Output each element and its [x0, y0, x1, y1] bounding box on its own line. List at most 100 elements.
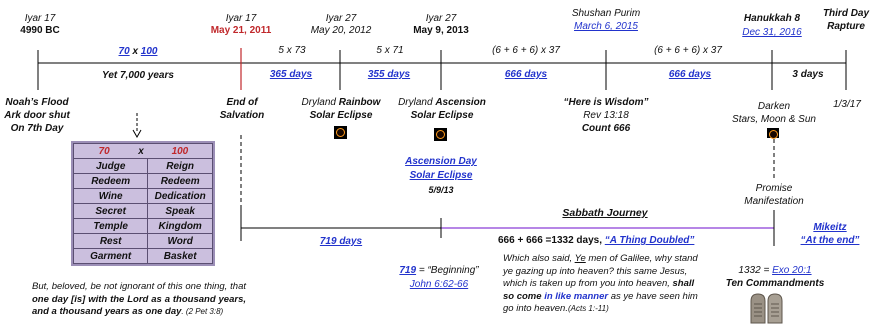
exodus-prefix: 1332 =: [738, 265, 773, 276]
ascension-dryland: Dryland: [398, 97, 433, 108]
ascension-line1: Dryland Ascension: [392, 97, 492, 109]
table-header-70: 70: [73, 143, 135, 159]
stone-tablets-icon: [750, 293, 783, 324]
acts-part7: as ye have seen him go into heaven.: [503, 290, 698, 315]
segment-355-days[interactable]: 355 days: [367, 69, 411, 80]
event-hanukkah-date[interactable]: Dec 31, 2016: [742, 27, 802, 38]
table-cell: Temple: [72, 218, 149, 234]
segment-70x100: 70 x 100: [90, 46, 186, 58]
peter-quote: But, beloved, be not ignorant of this on…: [32, 281, 246, 319]
event-rapture-line2: Rapture: [827, 21, 865, 32]
wisdom-line3: Count 666: [581, 123, 631, 134]
noah-line3: On 7th Day: [10, 123, 64, 134]
beginning-text: = “Beginning”: [416, 265, 479, 276]
event-2012-date: May 20, 2012: [310, 25, 372, 36]
sabbath-journey-title: Sabbath Journey: [562, 207, 648, 219]
ascension-word: Ascension: [435, 97, 486, 108]
eclipse-icon-2013: [434, 128, 447, 141]
peter-ref: . (2 Pet 3:8): [181, 307, 224, 316]
segment-365-days[interactable]: 365 days: [269, 69, 313, 80]
exodus-link[interactable]: Exo 20:1: [772, 265, 812, 276]
table-cell: Rest: [72, 233, 149, 249]
ascension-line2: Solar Eclipse: [410, 110, 474, 121]
segment-70[interactable]: 70: [118, 46, 130, 57]
dashed-arrow-head: [132, 129, 142, 139]
table-cell: Redeem: [72, 173, 149, 189]
journey-formula-text: 666 + 666 =1332 days,: [498, 235, 605, 246]
segment-100[interactable]: 100: [140, 46, 158, 57]
mikeitz-link[interactable]: Mikeitz: [813, 222, 847, 233]
segment-5x73: 5 x 73: [278, 45, 306, 56]
event-rapture-line1: Third Day: [822, 8, 870, 19]
beginning-719-link[interactable]: 719: [399, 265, 417, 276]
table-cell: Speak: [147, 203, 213, 219]
journey-doubled-link[interactable]: “A Thing Doubled”: [604, 235, 695, 246]
event-purim-date[interactable]: March 6, 2015: [574, 21, 638, 32]
table-cell: Secret: [72, 203, 149, 219]
promise-line2: Manifestation: [744, 196, 804, 207]
peter-part1: But, beloved, be not ignorant of this on…: [32, 281, 246, 292]
event-noah-day: Iyar 17: [24, 13, 56, 24]
exodus-ref: 1332 = Exo 20:1: [720, 265, 830, 277]
event-2013-day: Iyar 27: [425, 13, 457, 24]
table-cell: Dedication: [147, 188, 213, 204]
segment-3-days: 3 days: [792, 69, 824, 80]
segment-666-formula-1: (6 + 6 + 6) x 37: [492, 45, 560, 56]
table-header-row: 70 x 100: [73, 143, 213, 159]
beginning-ref: 719 = “Beginning”: [384, 265, 494, 277]
eclipse-icon-2012: [334, 126, 347, 139]
ascension-day-link[interactable]: Ascension Day: [405, 156, 477, 167]
segment-5x71: 5 x 71: [376, 45, 404, 56]
event-2011-date: May 21, 2011: [210, 25, 272, 36]
eclipse-icon-darken: [767, 128, 779, 139]
acts-part1: Which also said,: [503, 253, 575, 264]
noah-line1: Noah’s Flood: [5, 97, 69, 108]
acts-part2: Ye: [574, 253, 586, 264]
ten-commandments: Ten Commandments: [725, 278, 825, 289]
table-cell: Basket: [147, 248, 213, 264]
john-ref-link[interactable]: John 6:62-66: [409, 279, 469, 290]
wisdom-line2: Rev 13:18: [583, 110, 629, 121]
table-cell: Redeem: [147, 173, 213, 189]
table-cell: Wine: [72, 188, 149, 204]
end-salvation-line1: End of: [226, 97, 258, 108]
segment-666-days-2[interactable]: 666 days: [668, 69, 712, 80]
acts-part3: men of Galilee, why stand ye gazing up i…: [503, 253, 698, 289]
acts-quote: Which also said, Ye men of Galilee, why …: [503, 253, 699, 316]
at-the-end-link[interactable]: “At the end”: [800, 235, 860, 246]
acts-part6: in like manner: [544, 290, 609, 302]
promise-line1: Promise: [755, 183, 793, 194]
event-hanukkah-name: Hanukkah 8: [743, 13, 801, 24]
table-cell: Reign: [147, 158, 213, 174]
ascension-date: 5/9/13: [428, 185, 454, 195]
table-cell: Word: [147, 233, 213, 249]
wisdom-line1: “Here is Wisdom”: [563, 97, 649, 108]
journey-719-days[interactable]: 719 days: [319, 236, 363, 247]
event-2013-date: May 9, 2013: [413, 25, 469, 36]
table-header-x: x: [134, 143, 148, 159]
darken-line2: Stars, Moon & Sun: [732, 114, 816, 125]
event-2012-day: Iyar 27: [325, 13, 357, 24]
acts-ref: (Acts 1:-11): [567, 304, 609, 313]
noah-line2: Ark door shut: [4, 110, 70, 121]
segment-666-days-1[interactable]: 666 days: [504, 69, 548, 80]
event-noah-year: 4990 BC: [20, 25, 60, 36]
ascension-eclipse-link[interactable]: Solar Eclipse: [409, 170, 473, 181]
event-2011-day: Iyar 17: [225, 13, 257, 24]
table-cell: Kingdom: [147, 218, 213, 234]
table-cell: Judge: [72, 158, 149, 174]
acts-part4: shall so come: [503, 278, 695, 302]
rainbow-word: Rainbow: [338, 97, 381, 108]
rainbow-line1: Dryland Rainbow: [296, 97, 386, 109]
end-salvation-line2: Salvation: [219, 110, 265, 121]
peter-part2: one day [is] with the Lord as a thousand…: [32, 293, 246, 318]
